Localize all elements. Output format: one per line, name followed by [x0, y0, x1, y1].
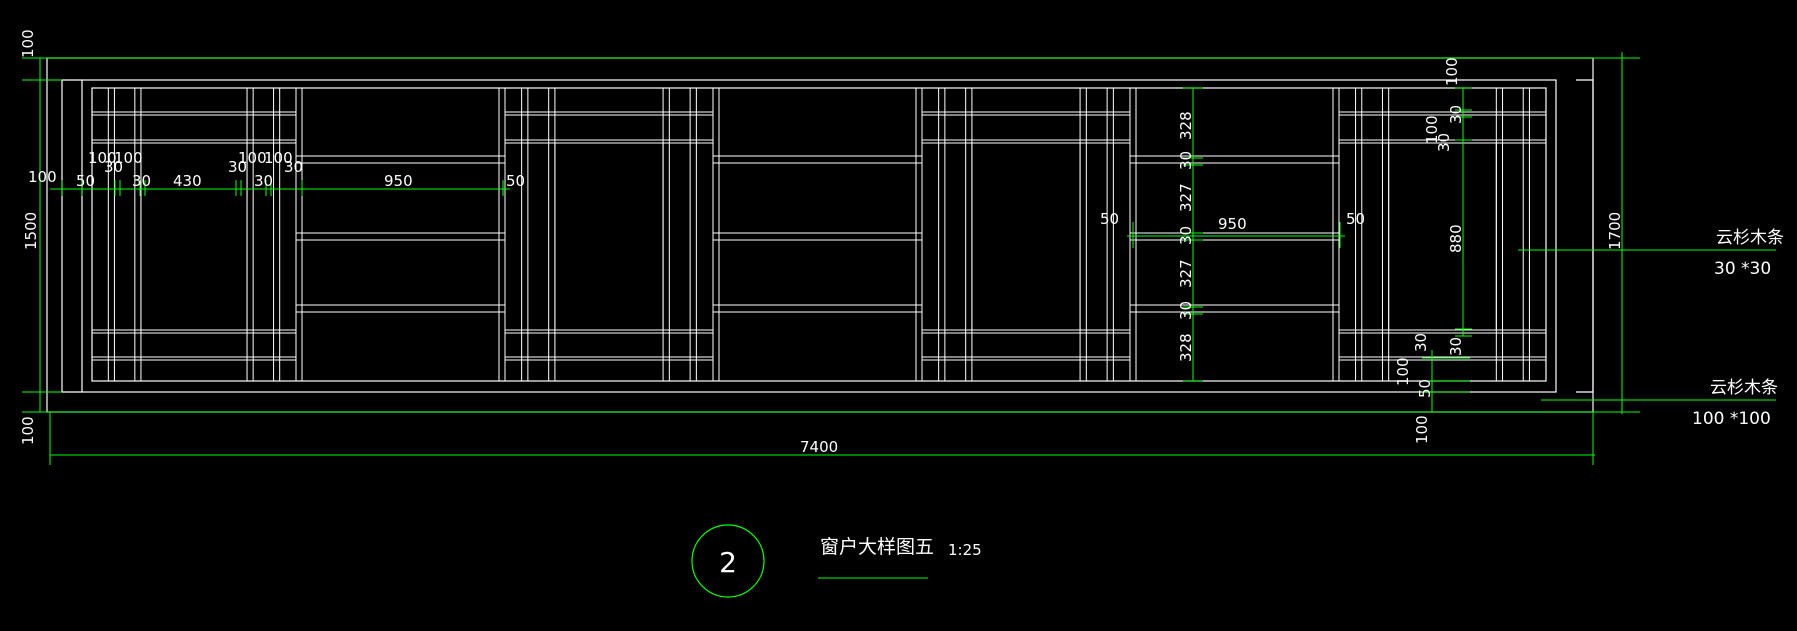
dim-overall-width: 7400: [800, 438, 838, 456]
dim-left-mid: 100: [28, 168, 57, 186]
dim-r-bot100: 100: [1413, 415, 1431, 444]
drawing-scale: 1:25: [948, 541, 982, 559]
dim-r-50: 50: [1416, 379, 1434, 398]
dim-overall-height: 1700: [1606, 212, 1624, 250]
dim-r-880: 880: [1447, 224, 1465, 253]
dim-left-30c: 30: [228, 158, 247, 176]
glass-boundary: [91, 87, 1547, 382]
dim-left-100a: 100: [88, 149, 117, 167]
dim-left-50b: 50: [506, 172, 525, 190]
dim-left-950: 950: [384, 172, 413, 190]
large-timber-name: 云杉木条: [1710, 378, 1778, 398]
dim-v30c: 30: [1177, 301, 1195, 320]
dim-left-top: 100: [19, 29, 37, 58]
large-timber-size: 100 *100: [1692, 409, 1771, 429]
dim-left-50: 50: [76, 172, 95, 190]
dim-left-30b: 30: [132, 172, 151, 190]
drawing-number: 2: [719, 546, 737, 579]
dimension-text: 7400 1700 1500 100 100 100 50 30 30 430 …: [19, 29, 1624, 456]
dim-r-top100: 100: [1443, 57, 1461, 86]
drawing-title: 窗户大样图五: [820, 536, 934, 558]
dimension-lines: [22, 52, 1776, 579]
dim-v327a: 327: [1177, 183, 1195, 212]
lattice-centre-pane: [140, 142, 248, 331]
dim-r-30c: 30: [1412, 333, 1430, 352]
dim-r-30a: 30: [1447, 105, 1465, 124]
outer-frame: [46, 57, 1594, 413]
small-timber-size: 30 *30: [1714, 259, 1771, 279]
left-post: [61, 79, 82, 393]
dim-inner-height: 1500: [22, 212, 40, 250]
dim-mid-50b: 50: [1346, 210, 1365, 228]
inner-frame: [81, 79, 1557, 393]
lattice-centre-pane: [971, 142, 1081, 331]
dim-mid-50a: 50: [1100, 210, 1119, 228]
dim-left-100b: 100: [114, 149, 143, 167]
dim-left-30a: 30: [104, 158, 123, 176]
dim-mid-950: 950: [1218, 215, 1247, 233]
dim-left-bottom: 100: [19, 416, 37, 445]
dim-r-100b: 100: [1394, 357, 1412, 386]
drawing-number-circle: [691, 524, 765, 598]
dim-v30b: 30: [1177, 226, 1195, 245]
lattice-panels: [91, 88, 1547, 381]
dim-v328b: 328: [1177, 333, 1195, 362]
window-frame: [46, 57, 1594, 413]
dim-v30a: 30: [1177, 151, 1195, 170]
lattice-centre-pane: [554, 142, 664, 331]
dim-r-30d: 30: [1447, 337, 1465, 356]
dim-v328a: 328: [1177, 111, 1195, 140]
lattice-centre-pane: [1388, 142, 1497, 331]
right-post: [1576, 79, 1594, 393]
dim-left-430: 430: [173, 172, 202, 190]
dim-left-30d: 30: [254, 172, 273, 190]
dim-r-100: 100: [1423, 115, 1441, 144]
dim-left-100c: 100: [238, 149, 267, 167]
dim-left-30e: 30: [284, 158, 303, 176]
dim-left-100d: 100: [264, 149, 293, 167]
small-timber-name: 云杉木条: [1716, 228, 1784, 248]
title-block: 2 窗户大样图五 1:25: [719, 536, 982, 579]
dim-r-30b: 30: [1435, 133, 1453, 152]
dim-v327b: 327: [1177, 259, 1195, 288]
material-labels: 云杉木条 30 *30 云杉木条 100 *100: [1692, 228, 1784, 429]
